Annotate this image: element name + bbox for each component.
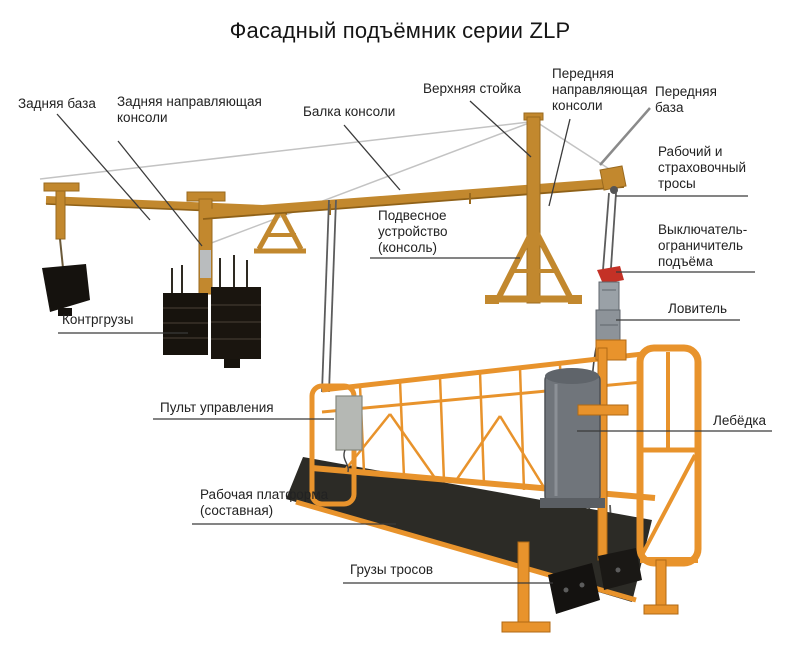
left-counterweight — [42, 264, 90, 312]
leader-lines — [56, 100, 772, 584]
label-platform: Рабочая платформа (составная) — [200, 487, 329, 518]
page-title: Фасадный подъёмник серии ZLP — [229, 18, 571, 43]
counterweight-stacks — [163, 287, 261, 368]
label-rear-base: Задняя база — [18, 96, 96, 111]
guy-wires — [39, 121, 621, 246]
control-panel-box — [335, 395, 363, 451]
label-limit-switch: Выключатель- ограничитель подъёма — [658, 222, 748, 269]
platform-deck — [286, 457, 652, 602]
label-rear-guide: Задняя направляющая консоли — [117, 94, 262, 125]
rear-console — [42, 182, 306, 368]
middle-tripod — [254, 209, 306, 254]
label-safety-lock: Ловитель — [668, 301, 728, 316]
label-control-panel: Пульт управления — [160, 400, 274, 415]
label-top-stand: Верхняя стойка — [423, 81, 521, 96]
label-console-beam: Балка консоли — [303, 104, 396, 119]
label-winch: Лебёдка — [713, 413, 767, 428]
safety-lock-assembly — [595, 266, 624, 349]
label-suspension: Подвесное устройство (консоль) — [378, 208, 448, 255]
label-rope-weights: Грузы тросов — [350, 562, 434, 577]
safety-lock-device — [598, 281, 620, 313]
rear-base-stand — [43, 182, 80, 192]
limit-switch-lever — [597, 266, 624, 284]
label-front-base: Передняя база — [655, 84, 717, 115]
rope-weights — [548, 548, 642, 614]
platform-top-rail — [321, 351, 644, 393]
label-counterweights: Контргрузы — [62, 312, 134, 327]
platform-assembly — [286, 339, 702, 633]
winch-motor — [540, 368, 605, 508]
suspension-triangle — [489, 226, 582, 303]
label-ropes: Рабочий и страховочный тросы — [658, 144, 747, 191]
label-front-guide: Передняя направляющая консоли — [552, 66, 648, 113]
beam-tip — [599, 165, 627, 191]
